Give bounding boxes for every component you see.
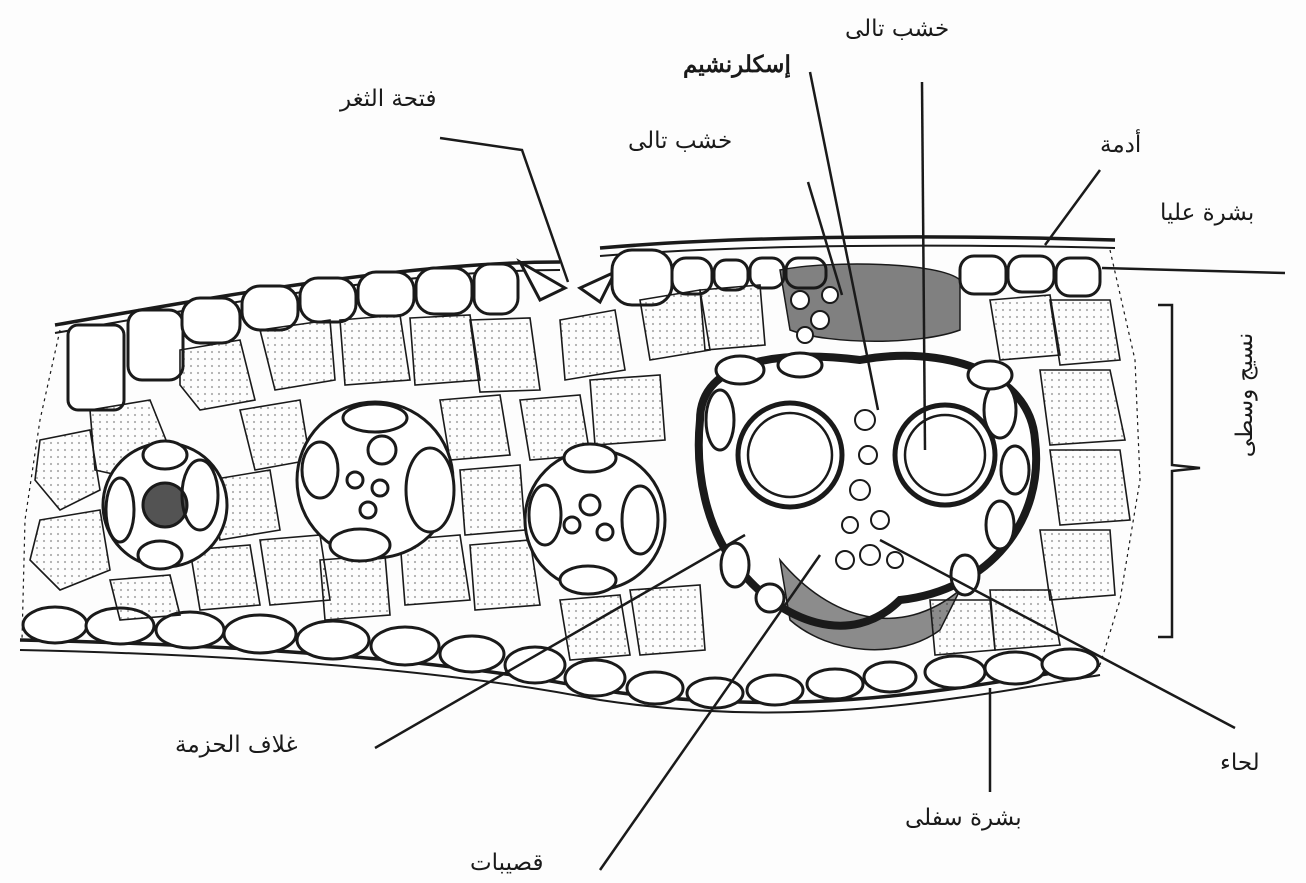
label-sclerenchyma: إسكلرنشيم — [683, 51, 791, 79]
label-mesophyll: نسيج وسطى — [1232, 333, 1258, 457]
label-bundle-sheath: غلاف الحزمة — [175, 732, 298, 758]
label-xylem-top: خشب تالى — [845, 16, 949, 42]
label-tracheids: قصيبات — [470, 850, 543, 876]
label-upper-epidermis: بشرة عليا — [1160, 200, 1254, 226]
label-xylem-mid: خشب تالى — [628, 128, 732, 154]
label-cuticle: أدمة — [1100, 129, 1141, 158]
label-phloem: لحاء — [1220, 750, 1260, 776]
label-lower-epidermis: بشرة سفلى — [905, 805, 1022, 831]
vascular-bundle-small-3 — [525, 444, 665, 594]
vascular-bundle-small-1 — [103, 441, 227, 569]
label-stomatal-opening: فتحة الثغر — [339, 86, 437, 112]
